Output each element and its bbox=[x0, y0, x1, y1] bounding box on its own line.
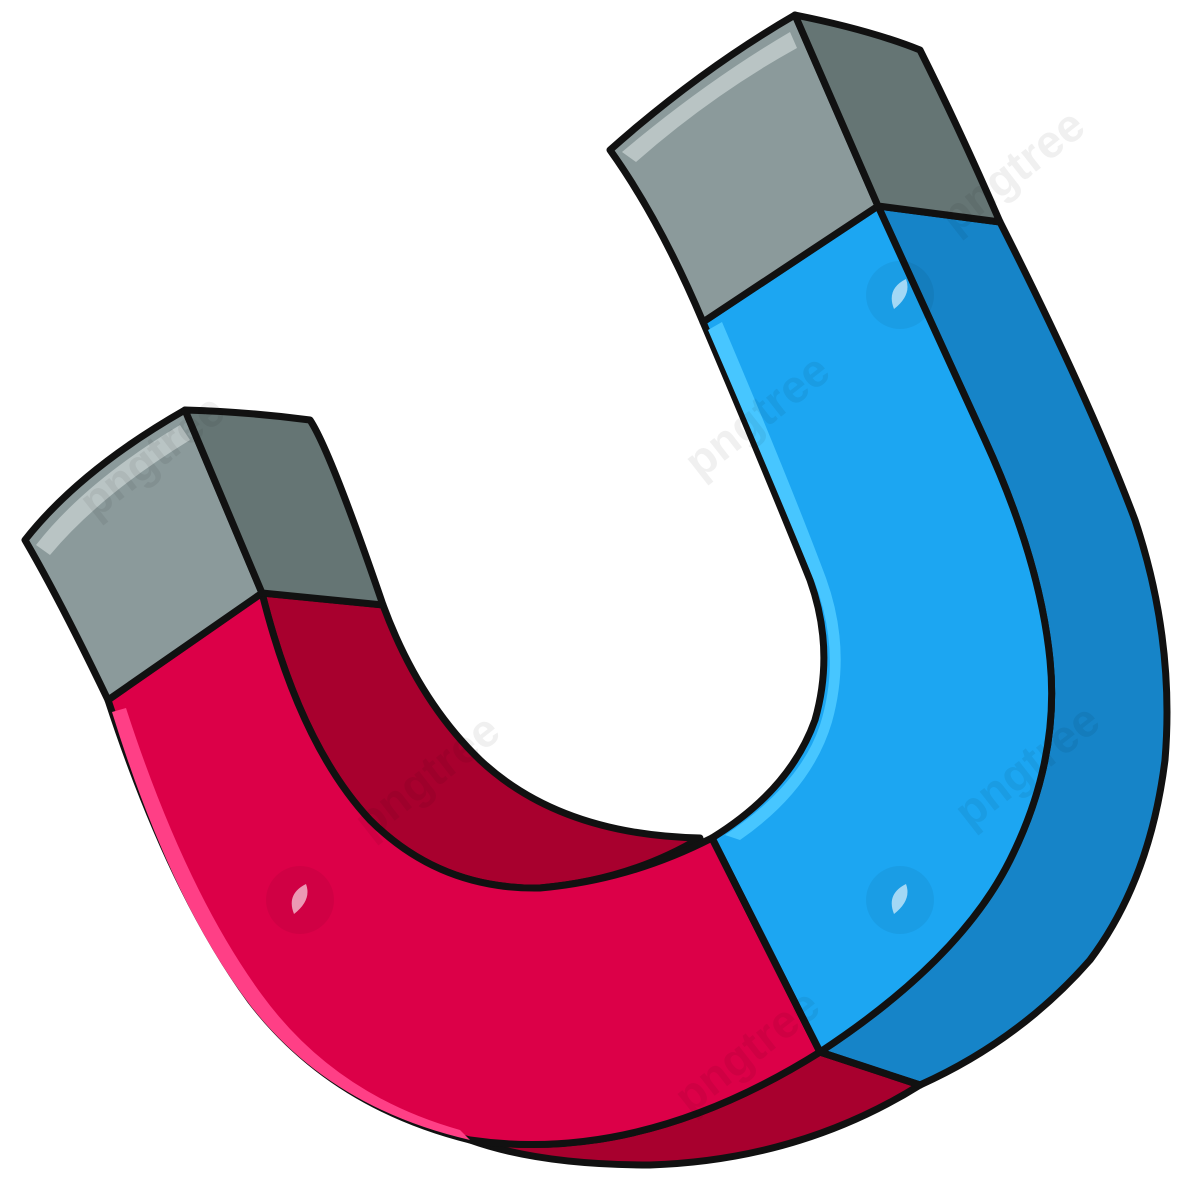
pole-seam bbox=[708, 834, 924, 1089]
blue-cap-side bbox=[791, 11, 1004, 226]
blue-arm-front-face bbox=[699, 202, 1056, 1056]
red-cap-side bbox=[181, 406, 387, 609]
blue-cap-highlight bbox=[622, 32, 797, 162]
red-cap-highlight bbox=[36, 425, 190, 555]
